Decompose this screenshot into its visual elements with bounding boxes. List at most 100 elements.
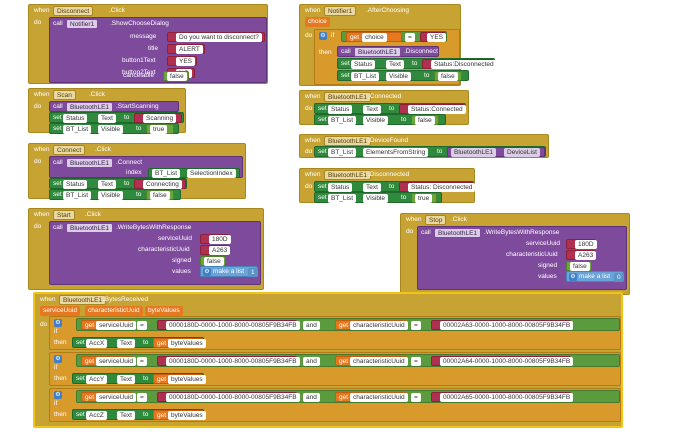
text-block[interactable]: YES xyxy=(420,32,447,42)
compare-operator[interactable]: = xyxy=(411,357,421,366)
event-scan-click[interactable]: when Scan .Click do call BluetoothLE1 .S… xyxy=(28,88,186,134)
param-serviceuuid[interactable]: serviceUuid xyxy=(40,306,80,316)
text-value[interactable]: ALERT xyxy=(176,45,203,54)
text-value[interactable]: Status:Connected xyxy=(408,105,466,114)
make-a-list-block[interactable]: ⚙ make a list 1 xyxy=(200,266,258,277)
component-dropdown[interactable]: BluetoothLE1 xyxy=(324,170,372,180)
event-start-click[interactable]: when Start .Click do call BluetoothLE1 .… xyxy=(28,208,264,290)
get-variable[interactable]: serviceUuid xyxy=(96,393,136,402)
compare-operator[interactable]: = xyxy=(137,393,147,402)
call-writebyteswithresponse[interactable]: call BluetoothLE1 .WriteBytesWithRespons… xyxy=(49,221,261,285)
method-component[interactable]: BluetoothLE1 xyxy=(66,223,114,233)
call-startscanning[interactable]: call BluetoothLE1 .StartScanning xyxy=(49,101,179,112)
set-component[interactable]: Status xyxy=(63,114,88,123)
set-acc-text[interactable]: set AccX Text to get byteValues xyxy=(72,337,206,348)
get-variable-block[interactable]: get serviceUuid xyxy=(81,356,136,366)
set-property[interactable]: Visible xyxy=(386,72,412,81)
text-block[interactable]: 00002A63-0000-1000-8000-00805F9B34FB xyxy=(431,320,574,330)
and-operator[interactable]: and xyxy=(303,357,320,366)
set-component[interactable]: BT_List xyxy=(63,191,92,200)
get-variable[interactable]: byteValues xyxy=(168,375,206,384)
get-variable-block[interactable]: get characteristicUuid xyxy=(335,392,408,402)
get-variable[interactable]: serviceUuid xyxy=(96,321,136,330)
text-value[interactable]: Status:Disconnected xyxy=(431,60,497,69)
if-then-block[interactable]: ⚙ if get serviceUuid = 0000180D-0000-100… xyxy=(49,352,621,386)
set-component[interactable]: BT_List xyxy=(351,72,380,81)
compare-operator[interactable]: = xyxy=(411,393,421,402)
text-block[interactable]: YES xyxy=(167,56,197,66)
compare-operator[interactable]: = xyxy=(137,321,147,330)
component-dropdown[interactable]: Stop xyxy=(425,215,447,225)
method-component[interactable]: BluetoothLE1 xyxy=(66,102,114,112)
component-dropdown[interactable]: Connect xyxy=(53,145,86,155)
boolean-value[interactable]: false xyxy=(570,262,590,271)
set-btlist-elements[interactable]: set BT_List ElementsFromString to Blueto… xyxy=(314,146,546,157)
text-value[interactable]: Do you want to disconnect? xyxy=(176,33,262,42)
text-value[interactable]: Connecting xyxy=(143,180,182,189)
component-dropdown[interactable]: Scan xyxy=(53,90,76,100)
and-operator[interactable]: and xyxy=(303,393,320,402)
boolean-block[interactable]: false xyxy=(566,261,592,271)
get-variable[interactable]: characteristicUuid xyxy=(350,321,408,330)
call-disconnect[interactable]: call BluetoothLE1 .Disconnect xyxy=(337,46,439,57)
get-variable[interactable]: characteristicUuid xyxy=(350,357,408,366)
boolean-value[interactable]: false xyxy=(415,116,435,125)
text-value[interactable]: A263 xyxy=(575,251,597,260)
set-component[interactable]: Status xyxy=(63,180,88,189)
set-component[interactable]: AccZ xyxy=(86,411,107,420)
event-connected[interactable]: when BluetoothLE1 .Connected do set Stat… xyxy=(299,90,469,125)
component-dropdown[interactable]: BluetoothLE1 xyxy=(324,136,372,146)
set-acc-text[interactable]: set AccY Text to get byteValues xyxy=(72,373,206,384)
component-dropdown[interactable]: Disconnect xyxy=(53,6,94,16)
text-block[interactable]: A263 xyxy=(566,250,597,260)
call-connect[interactable]: call BluetoothLE1 .Connect index BT_List… xyxy=(49,156,243,178)
event-afterchoosing[interactable]: when Notifier1 .AfterChoosing choice do … xyxy=(299,4,497,86)
text-block[interactable]: 180D xyxy=(566,239,597,249)
boolean-block[interactable]: false xyxy=(146,190,174,200)
set-property[interactable]: Text xyxy=(117,375,135,384)
component-dropdown[interactable]: BluetoothLE1 xyxy=(59,295,107,305)
getter-component[interactable]: BluetoothLE1 xyxy=(451,148,497,157)
gear-icon[interactable]: ⚙ xyxy=(203,268,211,276)
set-property[interactable]: Visible xyxy=(363,194,389,203)
set-property[interactable]: Visible xyxy=(363,116,389,125)
set-status-text[interactable]: set Status Text to Status:Connected xyxy=(314,103,466,114)
call-showchoosedialog[interactable]: call Notifier1 .ShowChooseDialog message… xyxy=(49,17,267,83)
set-btlist-visible[interactable]: set BT_List Visible to true xyxy=(49,123,179,134)
boolean-block[interactable]: true xyxy=(411,193,437,203)
call-writebyteswithresponse[interactable]: call BluetoothLE1 .WriteBytesWithRespons… xyxy=(417,226,627,290)
boolean-value[interactable]: true xyxy=(415,194,433,203)
set-btlist-visible[interactable]: set BT_List Visible to false xyxy=(337,70,469,81)
if-then-block[interactable]: ⚙ if get serviceUuid = 0000180D-0000-100… xyxy=(49,316,621,350)
get-variable-block[interactable]: get byteValues xyxy=(153,338,206,348)
set-component[interactable]: Status xyxy=(351,60,376,69)
method-component[interactable]: BluetoothLE1 xyxy=(66,158,114,168)
get-variable-block[interactable]: get choice xyxy=(346,32,402,42)
set-property[interactable]: Text xyxy=(386,60,404,69)
getter-btlist-selectionindex[interactable]: BT_List SelectionIndex xyxy=(148,168,240,178)
compare-block[interactable]: get choice = YES xyxy=(341,31,447,42)
event-bytesreceived[interactable]: when BluetoothLE1 .BytesReceived service… xyxy=(33,292,623,428)
if-then-block[interactable]: ⚙ if get choice = YES then call Bluetoot… xyxy=(314,29,497,85)
boolean-block[interactable]: false xyxy=(411,115,439,125)
set-property[interactable]: Text xyxy=(98,180,116,189)
boolean-value[interactable]: false xyxy=(438,72,458,81)
text-block[interactable]: A263 xyxy=(200,245,231,255)
text-block[interactable]: Do you want to disconnect? xyxy=(167,32,265,42)
text-value[interactable]: YES xyxy=(427,33,447,42)
boolean-block[interactable]: false xyxy=(200,256,226,266)
text-block[interactable]: 0000180D-0000-1000-8000-00805F9B34FB xyxy=(157,320,300,330)
event-stop-click[interactable]: when Stop .Click do call BluetoothLE1 .W… xyxy=(400,213,630,295)
param-bytevalues[interactable]: byteValues xyxy=(145,306,183,316)
get-variable[interactable]: serviceUuid xyxy=(96,357,136,366)
text-value[interactable]: 00002A64-0000-1000-8000-00805F9B34FB xyxy=(440,357,574,366)
set-component[interactable]: Status xyxy=(328,183,353,192)
get-variable-block[interactable]: get serviceUuid xyxy=(81,320,136,330)
text-value[interactable]: 180D xyxy=(575,240,597,249)
text-block[interactable]: ALERT xyxy=(167,44,205,54)
and-block[interactable]: get serviceUuid = 0000180D-0000-1000-800… xyxy=(76,354,620,367)
gear-icon[interactable]: ⚙ xyxy=(54,319,62,327)
component-dropdown[interactable]: BluetoothLE1 xyxy=(324,92,372,102)
text-value[interactable]: 0000180D-0000-1000-8000-00805F9B34FB xyxy=(166,357,300,366)
text-block[interactable]: Status: Disconnected xyxy=(399,182,476,192)
